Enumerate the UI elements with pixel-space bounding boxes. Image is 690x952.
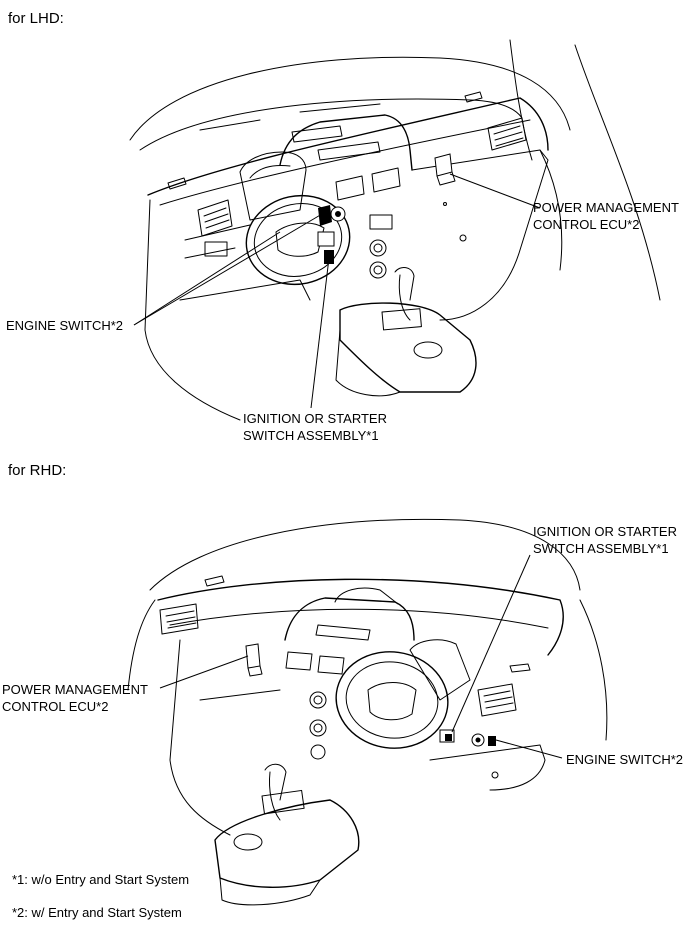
lhd-pm-ecu-line-1: POWER MANAGEMENT [533,200,679,215]
lhd-pm-ecu-line-2: CONTROL ECU*2 [533,217,640,232]
footnote-2: *2: w/ Entry and Start System [12,905,182,920]
lhd-ignition-switch-label: IGNITION OR STARTER SWITCH ASSEMBLY*1 [243,410,387,444]
rhd-power-management-ecu-label: POWER MANAGEMENT CONTROL ECU*2 [2,681,148,715]
lhd-dashboard-drawing [129,39,661,421]
rhd-ignition-line-1: IGNITION OR STARTER [533,524,677,539]
lhd-power-management-ecu-label: POWER MANAGEMENT CONTROL ECU*2 [533,199,679,233]
lhd-ignition-line-1: IGNITION OR STARTER [243,411,387,426]
rhd-heading: for RHD: [8,462,67,479]
rhd-ignition-line-2: SWITCH ASSEMBLY*1 [533,541,669,556]
rhd-ignition-switch-label: IGNITION OR STARTER SWITCH ASSEMBLY*1 [533,523,677,557]
lhd-engine-switch-label: ENGINE SWITCH*2 [6,318,124,333]
rhd-dashboard-drawing [127,518,608,906]
footnote-1: *1: w/o Entry and Start System [12,872,190,887]
lhd-heading: for LHD: [8,10,64,27]
rhd-pm-ecu-line-1: POWER MANAGEMENT [2,682,148,697]
rhd-pm-ecu-line-2: CONTROL ECU*2 [2,699,109,714]
rhd-engine-switch-label: ENGINE SWITCH*2 [566,752,684,767]
lhd-ignition-line-2: SWITCH ASSEMBLY*1 [243,428,379,443]
